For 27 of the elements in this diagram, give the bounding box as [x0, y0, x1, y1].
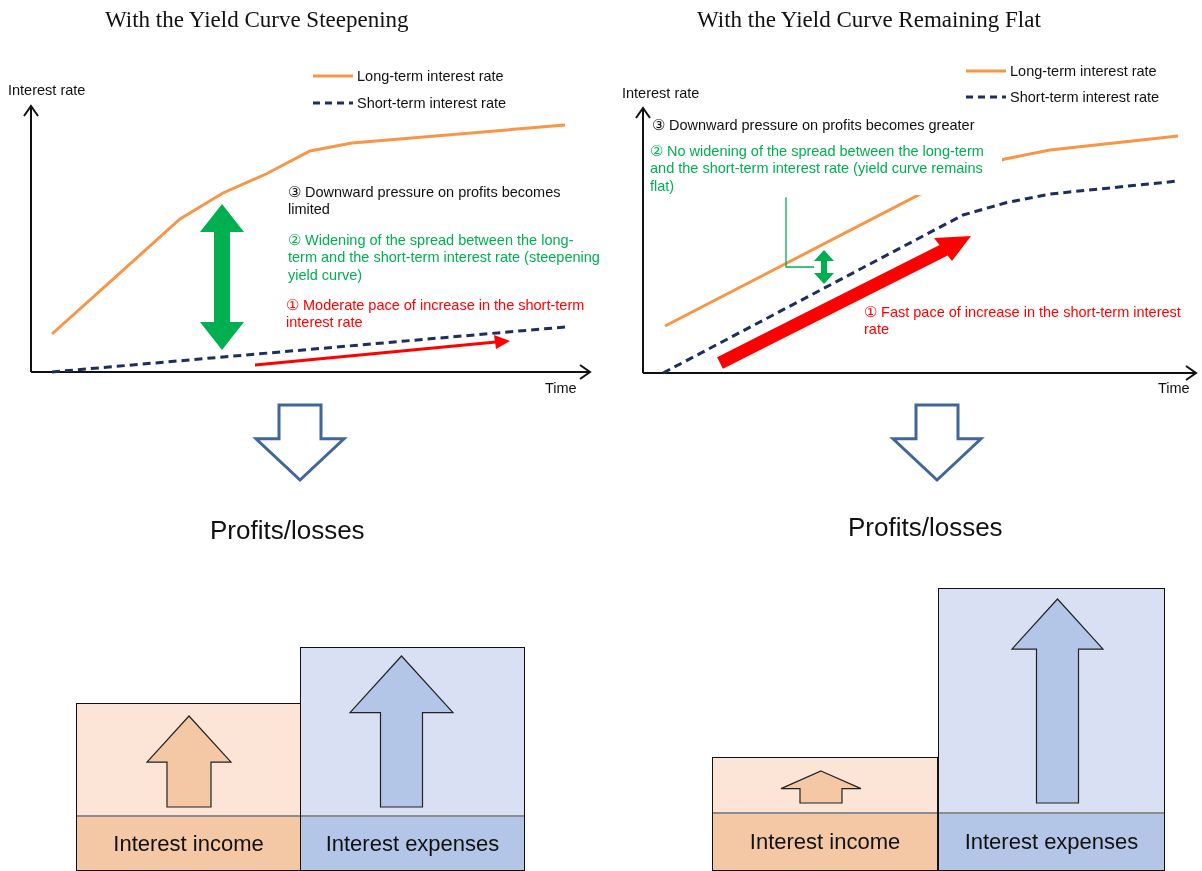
bar-box — [938, 588, 1165, 871]
annotation: ① Fast pace of increase in the short-term interest rate — [864, 304, 1182, 339]
annotation: ② Widening of the spread between the long-term and the short-term interest rate (steepening yield curve) — [288, 232, 600, 285]
panel-title: With the Yield Curve Remaining Flat — [697, 6, 1042, 34]
bar-label: Interest expenses — [939, 812, 1164, 870]
legend-label: Short-term interest rate — [357, 95, 507, 111]
section-heading: Profits/losses — [210, 515, 366, 547]
axis-label: Interest rate — [622, 85, 701, 103]
bar-label: Interest income — [713, 812, 937, 870]
bar-box — [300, 647, 525, 871]
axis-label: Time — [545, 380, 578, 398]
legend-label: Short-term interest rate — [1010, 89, 1160, 105]
section-heading: Profits/losses — [848, 512, 1004, 544]
annotation: ③ Downward pressure on profits becomes limited — [288, 184, 562, 219]
legend-label: Long-term interest rate — [1010, 63, 1157, 79]
panel-title: With the Yield Curve Steepening — [105, 6, 410, 34]
bar-box — [76, 703, 301, 871]
annotation: ② No widening of the spread between the long-term and the short-term interest rate (yield curve remains flat) — [650, 143, 1002, 196]
annotation: ① Moderate pace of increase in the short-term interest rate — [286, 297, 586, 332]
bar-box — [712, 757, 938, 871]
legend-label: Long-term interest rate — [357, 68, 504, 84]
leader-line — [785, 196, 815, 268]
axis-label: Time — [1158, 380, 1191, 398]
bar-label: Interest income — [77, 815, 300, 870]
annotation: ③ Downward pressure on profits becomes greater — [652, 117, 976, 135]
axis-label: Interest rate — [8, 82, 87, 100]
bar-label: Interest expenses — [301, 815, 524, 870]
